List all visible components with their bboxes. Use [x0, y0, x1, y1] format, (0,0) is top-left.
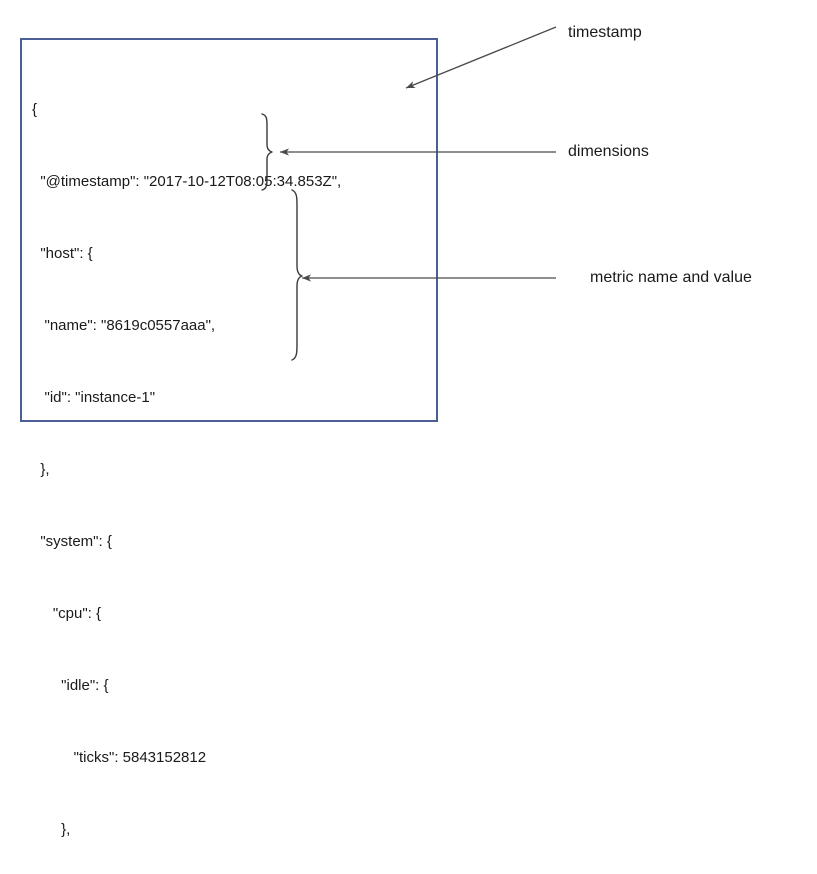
dimensions-grouping-brace — [258, 112, 280, 192]
json-line: }, — [32, 821, 71, 838]
json-document-box: { "@timestamp": "2017-10-12T08:05:34.853… — [20, 38, 438, 838]
json-line: }, — [32, 461, 50, 478]
annotation-label-timestamp: timestamp — [568, 24, 642, 41]
metric-grouping-brace — [288, 188, 310, 362]
json-line: "system": { — [32, 533, 112, 550]
json-line: "name": "8619c0557aaa", — [32, 317, 216, 334]
json-line: "host": { — [32, 245, 93, 262]
json-line: "cpu": { — [32, 605, 102, 622]
json-line: "@timestamp": "2017-10-12T08:05:34.853Z"… — [32, 173, 342, 190]
json-line: "idle": { — [32, 677, 109, 694]
json-line: "ticks": 5843152812 — [32, 749, 207, 766]
json-code-block: { "@timestamp": "2017-10-12T08:05:34.853… — [32, 50, 341, 874]
annotation-label-dimensions: dimensions — [568, 143, 649, 160]
annotation-label-metric: metric name and value — [590, 269, 752, 286]
json-line: "id": "instance-1" — [32, 389, 156, 406]
json-line: { — [32, 101, 38, 118]
